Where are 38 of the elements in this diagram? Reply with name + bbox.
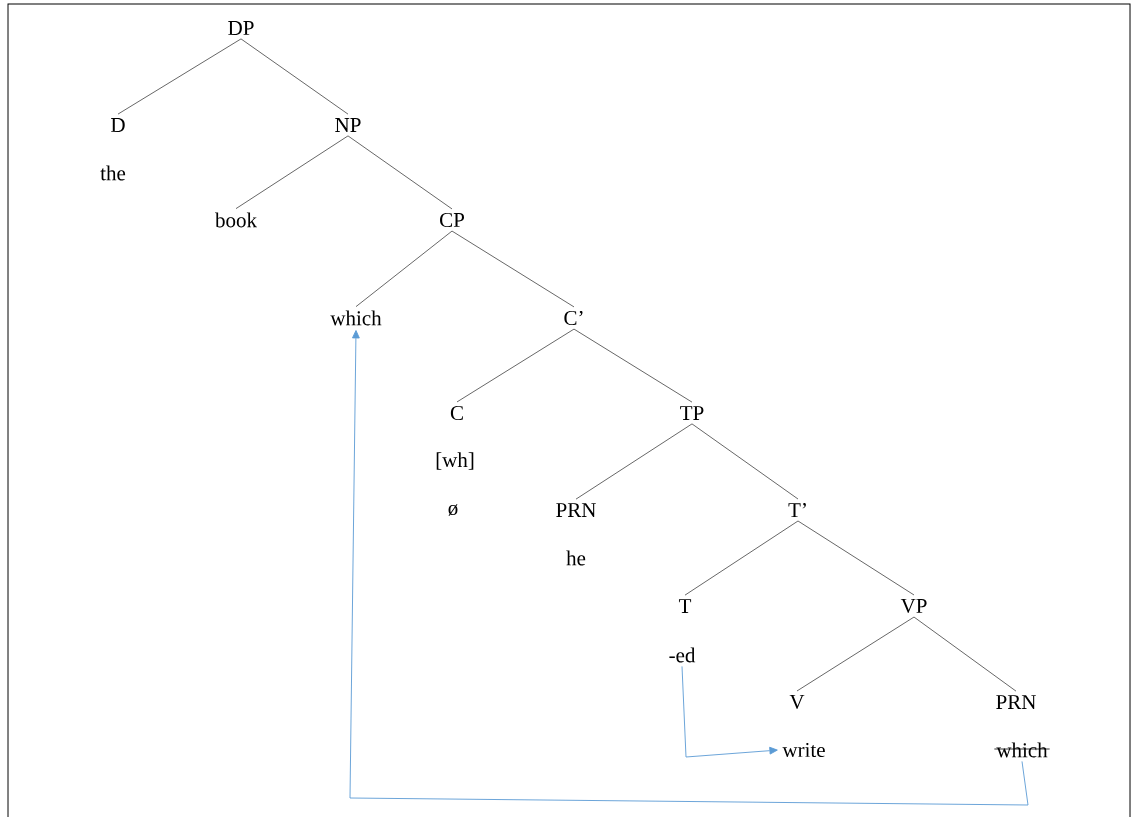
tree-label: write [782, 742, 825, 758]
tree-label: CP [440, 212, 464, 228]
branch-line [456, 328, 575, 403]
branch-line [691, 423, 799, 500]
branch-line [240, 38, 349, 115]
tree-label: the [100, 165, 126, 181]
tree-label: which [330, 310, 382, 326]
tree-label: D [111, 118, 125, 132]
tree-label: VP [900, 598, 927, 614]
tree-label: book [215, 212, 257, 228]
tree-label: T’ [788, 503, 806, 517]
tree-label: V [789, 694, 805, 710]
tree-label: C [450, 405, 463, 421]
branch-line [684, 520, 799, 596]
tree-label: [wh] [436, 452, 474, 470]
tree-label: PRN [556, 503, 596, 517]
branch-line [797, 520, 915, 596]
tree-label: ø [448, 504, 458, 516]
tree-label: NP [335, 118, 361, 132]
branch-line [451, 230, 575, 308]
branch-line [347, 135, 453, 210]
tree-label: -ed [669, 647, 696, 663]
tree-label: T [678, 599, 692, 613]
tree-label: C’ [564, 310, 583, 326]
branch-line [913, 616, 1017, 692]
branch-line [575, 423, 693, 500]
tree-label: which [996, 742, 1048, 758]
branch-line [235, 135, 349, 209]
branch-line [796, 616, 915, 692]
arrow [681, 665, 778, 758]
tree-label: DP [228, 21, 254, 35]
branch-line [573, 328, 693, 403]
tree-label: PRN [996, 695, 1036, 709]
branch-line [117, 38, 242, 115]
tree-label: he [566, 550, 586, 566]
branch-line [355, 230, 453, 307]
arrow [349, 330, 1029, 806]
tree-label: TP [680, 406, 704, 420]
